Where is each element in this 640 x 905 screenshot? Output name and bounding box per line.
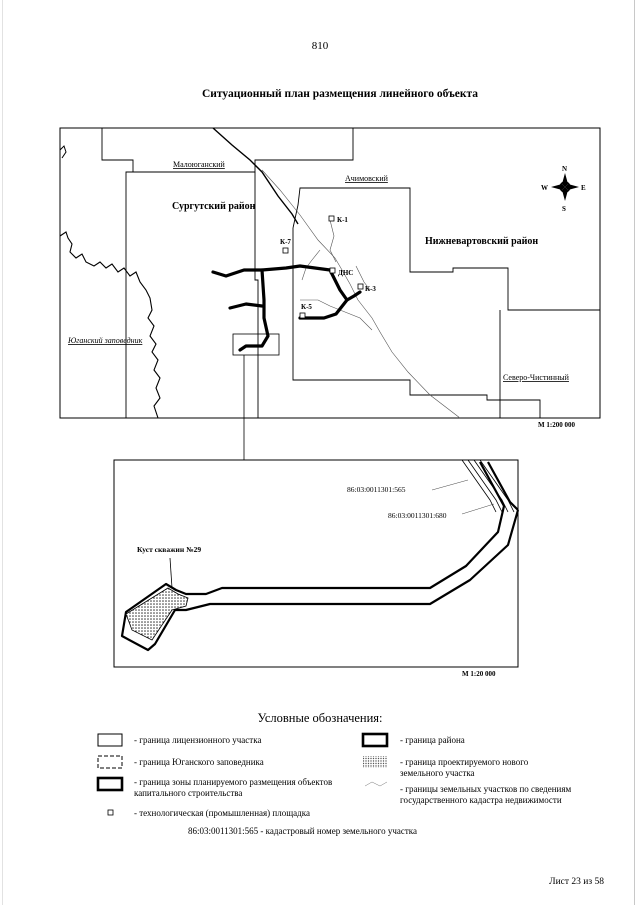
compass-s: S <box>562 205 566 213</box>
route-west-spur <box>228 302 264 310</box>
label-achimovsky: Ачимовский <box>345 174 389 183</box>
site-k1 <box>328 215 335 222</box>
detail-scale: М 1:20 000 <box>462 670 496 678</box>
legend-reserve-icon <box>97 755 123 769</box>
site-k3 <box>357 283 364 290</box>
page-title: Ситуационный план размещения линейного о… <box>201 88 479 100</box>
planned-zone-outline <box>120 461 520 652</box>
legend-title: Условные обозначения: <box>257 711 383 725</box>
leader-680 <box>461 503 495 515</box>
license-boundaries <box>101 128 600 418</box>
reserve-boundary-top <box>59 145 67 159</box>
compass-w: W <box>541 184 548 192</box>
scan-edge-left <box>2 0 3 905</box>
legend-cadastral-label: - границы земельных участков по сведения… <box>400 784 572 805</box>
route-k5 <box>298 298 349 320</box>
legend-cadastral-number-label: 86:03:0011301:565 - кадастровый номер зе… <box>188 826 418 836</box>
label-parcel-680: 86:03:0011301:680 <box>388 511 447 520</box>
legend-license-label: - граница лицензионного участка <box>134 735 262 745</box>
tech-sites <box>282 215 364 319</box>
label-parcel-565: 86:03:0011301:565 <box>347 485 406 494</box>
license-boundary-achimovsky-south <box>292 228 541 418</box>
detail-map-frame <box>113 459 519 668</box>
minor-features <box>261 169 461 419</box>
label-k1: К-1 <box>337 216 348 224</box>
license-boundary-nizhnevartovsk <box>292 187 600 311</box>
route-south <box>238 268 270 352</box>
cadastral-parcels <box>461 459 515 513</box>
legend-cadastral-icon <box>364 781 388 787</box>
license-boundary-west <box>101 128 134 418</box>
site-dns <box>329 267 336 274</box>
label-k3: К-3 <box>365 285 376 293</box>
label-nizhnevartovsk-district: Нижневартовский район <box>425 236 538 247</box>
leader-565 <box>431 479 469 491</box>
scan-edge <box>634 0 635 905</box>
legend-reserve-label: - граница Юганского заповедника <box>134 757 264 767</box>
compass-rose-icon: N S W E <box>541 165 586 213</box>
legend-site-label: - технологическая (промышленная) площадк… <box>134 808 310 818</box>
reserve-boundary-line <box>59 231 161 419</box>
label-dns: ДНС <box>338 269 353 277</box>
overview-map-frame <box>59 127 601 419</box>
label-k5: К-5 <box>301 303 312 311</box>
label-yugansky-reserve: Юганский заповедник <box>67 336 143 345</box>
district-boundary-line <box>212 127 299 225</box>
route-main <box>211 264 362 302</box>
license-boundary-central <box>254 172 259 418</box>
planned-route <box>211 264 362 352</box>
legend-district-icon <box>361 732 389 748</box>
license-boundary-malougansky <box>133 128 354 173</box>
legend-new-parcel-label: - граница проектируемого нового земельно… <box>400 757 529 778</box>
zone-rectangle <box>232 333 280 356</box>
site-k5 <box>299 312 306 319</box>
label-malougansky: Малоюганский <box>173 160 226 169</box>
legend-license-icon <box>97 733 123 747</box>
legend-district-label: - граница района <box>400 735 465 745</box>
sheet-number: Лист 23 из 58 <box>549 877 604 887</box>
site-k7 <box>282 247 289 254</box>
label-k7: К-7 <box>280 238 291 246</box>
legend-zone-icon <box>96 776 124 792</box>
compass-n: N <box>562 165 567 173</box>
legend-symbols <box>96 732 389 816</box>
overview-scale: М 1:200 000 <box>538 421 575 429</box>
legend-site-icon <box>107 809 114 816</box>
page-number: 810 <box>311 40 329 52</box>
legend-zone-label: - граница зоны планируемого размещения о… <box>134 777 333 798</box>
label-well-pad: Куст скважин №29 <box>137 545 201 554</box>
label-severo-chistinny: Северо-Чистинный <box>503 373 570 382</box>
compass-e: E <box>581 184 586 192</box>
well-pad-leader <box>169 557 173 589</box>
well-pad-parcel <box>125 587 189 641</box>
label-surgut-district: Сургутский район <box>172 201 256 212</box>
legend-new-parcel-icon <box>363 756 387 768</box>
